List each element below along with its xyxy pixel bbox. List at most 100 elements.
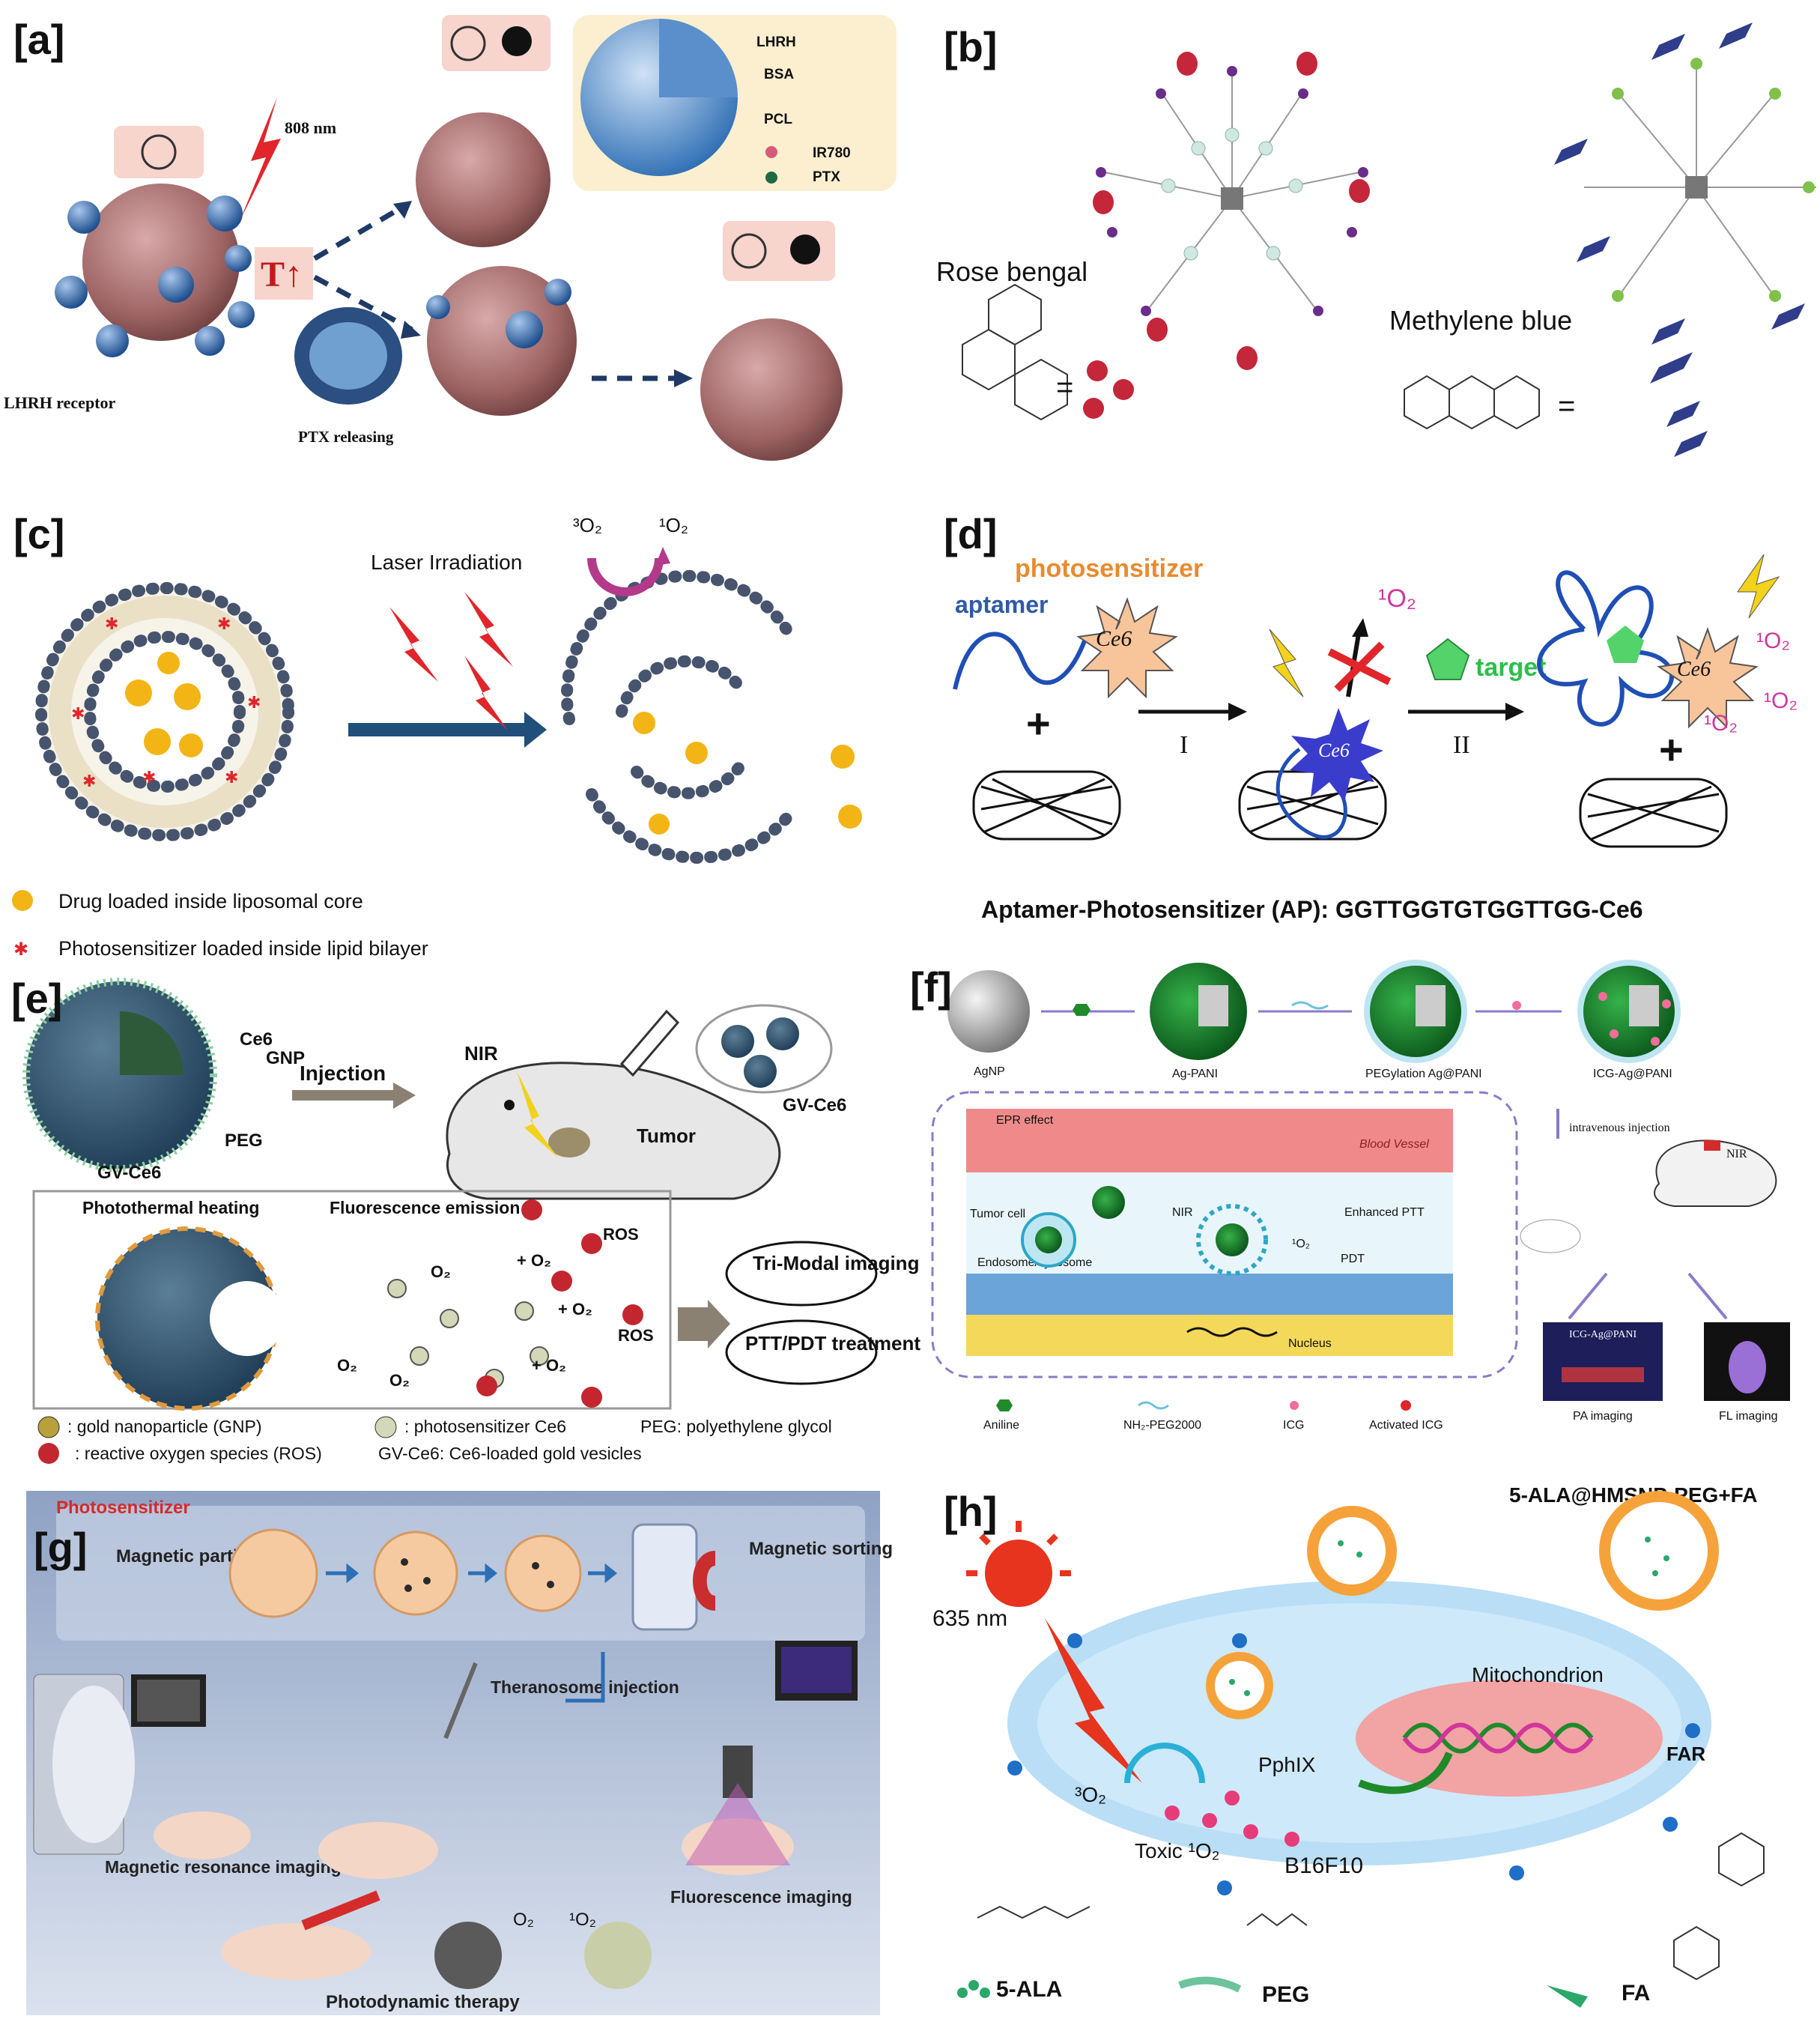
legend-pcl: PCL [764, 112, 792, 127]
legend-bsa: BSA [764, 67, 794, 82]
drug-legend-icon [12, 890, 33, 911]
ce6-quenched-star [1290, 708, 1383, 802]
fl-imaging-label: FL imaging [1719, 1410, 1778, 1423]
plus-2: + [1659, 726, 1684, 773]
nucleus-label: Nucleus [1288, 1337, 1332, 1350]
panel-d: [d] photosensitizer aptamer Ce6 + I Ce6 … [910, 479, 1820, 929]
legend-photosensitizer: Photosensitizer loaded inside lipid bila… [58, 937, 428, 960]
skull-icon [502, 26, 532, 56]
panel-h-figure: 5-ALA@HMSNP-PEG+FA 635 nm Mitochondrion … [932, 1483, 1765, 2008]
svg-text:✱: ✱ [105, 614, 118, 633]
singlet-oxygen-4: ¹O₂ [1704, 711, 1738, 736]
pdt-label: PDT [1341, 1253, 1365, 1265]
treated-cell [427, 266, 577, 416]
legend-gv: GV-Ce6: Ce6-loaded gold vesicles [378, 1444, 642, 1463]
legend-gnp: : gold nanoparticle (GNP) [67, 1417, 262, 1436]
legend-ir780: IR780 [813, 145, 851, 161]
panel-label-d: [d] [944, 510, 998, 557]
tri-modal-badge [725, 1241, 878, 1307]
legend-fa: FA [1622, 1981, 1650, 2006]
magnet-icon [693, 1551, 715, 1611]
mitochondrion-label: Mitochondrion [1472, 1663, 1604, 1686]
o2-label-2: O₂ [337, 1356, 357, 1375]
mouse-illustration [446, 1062, 781, 1200]
panel-label-c: [c] [13, 510, 65, 557]
legend-lhrh: LHRH [756, 34, 796, 50]
pa-imaging-label: PA imaging [1573, 1410, 1633, 1423]
photosensitizer-label-g: Photosensitizer [56, 1498, 190, 1518]
svg-text:✱: ✱ [225, 768, 238, 787]
legend-peg2000: NH₂-PEG2000 [1123, 1419, 1201, 1432]
mri-label: Magnetic resonance imaging [105, 1857, 342, 1877]
target-pentagon [1425, 638, 1470, 680]
singlet-oxygen: ¹O₂ [659, 514, 688, 536]
singlet-oxygen-2: ¹O₂ [1756, 629, 1790, 653]
target-label: target [1475, 653, 1546, 682]
mouse-injection [318, 1822, 438, 1879]
panel-label-g: [g] [34, 1524, 88, 1571]
gnp-label: GNP [266, 1048, 305, 1068]
triplet-oxygen: ³O₂ [573, 514, 602, 536]
temperature-rise: T↑ [261, 255, 303, 294]
panel-d-figure: photosensitizer aptamer Ce6 + I Ce6 ¹O₂ … [953, 554, 1798, 923]
legend-ala: 5-ALA [996, 1977, 1062, 2002]
panel-label-a: [a] [13, 16, 65, 63]
dying-cell-top [416, 112, 550, 247]
methylene-blue-label: Methylene blue [1389, 305, 1572, 336]
gv-ce6-label: GV-Ce6 [97, 1163, 161, 1183]
svg-text:✱: ✱ [247, 693, 261, 712]
plus-1: + [1026, 700, 1051, 747]
plus-o2-1: + O₂ [517, 1251, 551, 1270]
svg-text:✱: ✱ [217, 614, 231, 633]
triplet-oxygen-h: ³O₂ [1075, 1783, 1106, 1806]
peg-label: PEG [225, 1130, 263, 1151]
ros-stars [476, 1199, 643, 1408]
laser-irradiation-label: Laser Irradiation [371, 551, 522, 574]
legend-ce6: : photosensitizer Ce6 [404, 1417, 566, 1436]
singlet-oxygen-1: ¹O₂ [1378, 584, 1416, 613]
ptx-release-label: PTX releasing [298, 428, 394, 446]
tumor-cell-label: Tumor cell [970, 1208, 1025, 1220]
cell-stage-1 [228, 1528, 318, 1618]
o2-g: O₂ [513, 1910, 534, 1930]
o2-label-3: O₂ [389, 1371, 410, 1390]
methylene-blue-structure [1404, 375, 1540, 430]
plus-o2-3: + O₂ [532, 1356, 566, 1375]
mechanism-box [32, 1190, 672, 1410]
o2-label-1: O₂ [431, 1262, 451, 1281]
photosensitizer-label: photosensitizer [1015, 554, 1203, 583]
carbon-nanotube-1 [972, 770, 1121, 841]
injection-label: Injection [300, 1062, 386, 1085]
step-ag-pani: Ag-PANI [1172, 1068, 1218, 1080]
plus-o2-2: + O₂ [558, 1300, 592, 1319]
carbon-nanotube-3 [1579, 778, 1728, 848]
tumor-label: Tumor [637, 1125, 696, 1147]
panel-f-figure: AgNP Ag-PANI PEGylation Ag@PANI ICG-Ag@P… [931, 960, 1790, 1432]
singlet-oxygen-3: ¹O₂ [1764, 688, 1798, 713]
ruptured-liposome [560, 569, 792, 725]
legend-activated-icg: Activated ICG [1369, 1419, 1443, 1432]
fluorescence-imaging-label: Fluorescence imaging [670, 1887, 852, 1907]
lightning-icon [1269, 629, 1304, 697]
panel-label-b: [b] [944, 23, 998, 70]
step-one: I [1180, 731, 1188, 759]
pphix-label: PphIX [1258, 1753, 1316, 1776]
rose-bengal-label: Rose bengal [936, 256, 1088, 287]
step-agnp: AgNP [974, 1065, 1005, 1078]
panel-g-figure: [g] Photosensitizer Magnetic particles M… [26, 1491, 893, 2015]
sun-icon [985, 1540, 1052, 1607]
legend-peg: PEG: polyethylene glycol [640, 1417, 832, 1436]
ptt-pdt-badge [725, 1319, 878, 1385]
nir-label: NIR [464, 1042, 498, 1065]
ce6-label: Ce6 [240, 1029, 273, 1050]
lhrh-receptor-label: LHRH receptor [4, 393, 116, 412]
panel-c: [c] ✱✱✱✱✱✱✱ Laser Irradiation ³O₂ ¹O₂ [0, 479, 906, 966]
far-label: FAR [1666, 1743, 1705, 1765]
step-two: II [1453, 731, 1470, 759]
panel-f: [f] AgNP Ag-PANI PEGylation Ag@PANI ICG-… [910, 951, 1820, 1438]
tri-modal-label: Tri-Modal imaging [753, 1252, 919, 1274]
ce6-active-star [1657, 627, 1759, 729]
photosensitizer-legend-icon: ✱ [13, 939, 28, 960]
ros-label-1: ROS [603, 1225, 639, 1244]
sorting-tube [631, 1523, 698, 1631]
